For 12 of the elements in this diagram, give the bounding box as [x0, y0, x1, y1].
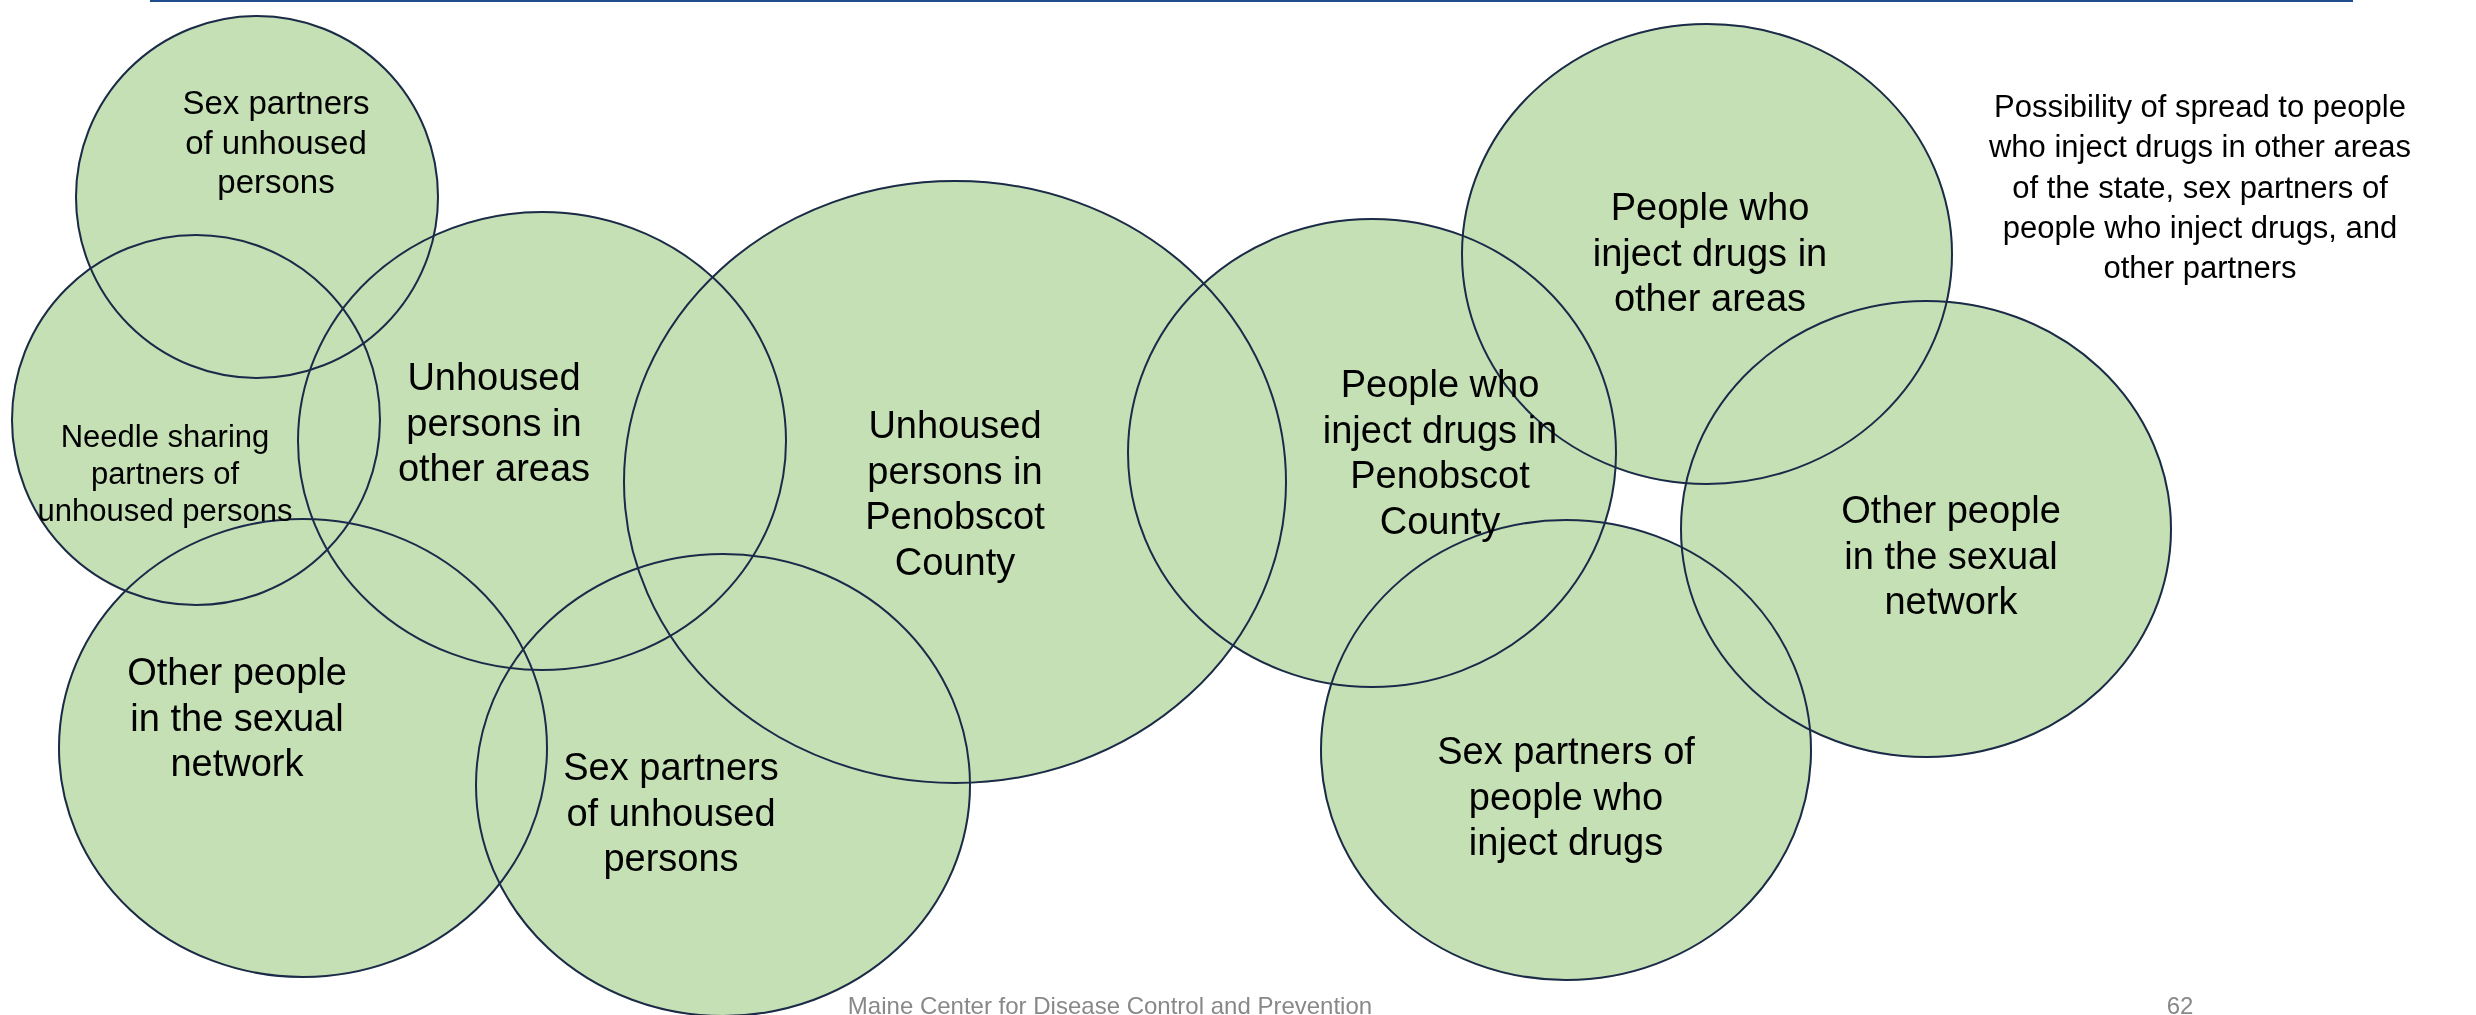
circle-label: Unhoused persons in other areas — [396, 354, 592, 491]
note-text: Possibility of spread to people who inject drugs in other areas of the state, sex partners of people who inject drugs, and other partners — [1987, 88, 2413, 288]
circle-label: Other people in the sexual network — [127, 649, 347, 786]
circle-label: People who inject drugs in other areas — [1591, 184, 1829, 321]
footer-text: Maine Center for Disease Control and Prevention — [846, 991, 1374, 1015]
circle-label: Needle sharing partners of unhoused persons — [36, 418, 294, 530]
circle-label: Other people in the sexual network — [1840, 487, 2062, 624]
circle-label: Sex partners of unhoused persons — [181, 82, 371, 202]
circle-label: Sex partners of unhoused persons — [562, 744, 780, 881]
page-number: 62 — [2165, 991, 2195, 1015]
circle-label: Sex partners of people who inject drugs — [1436, 728, 1696, 865]
circle-label: Unhoused persons in Penobscot County — [864, 402, 1046, 585]
